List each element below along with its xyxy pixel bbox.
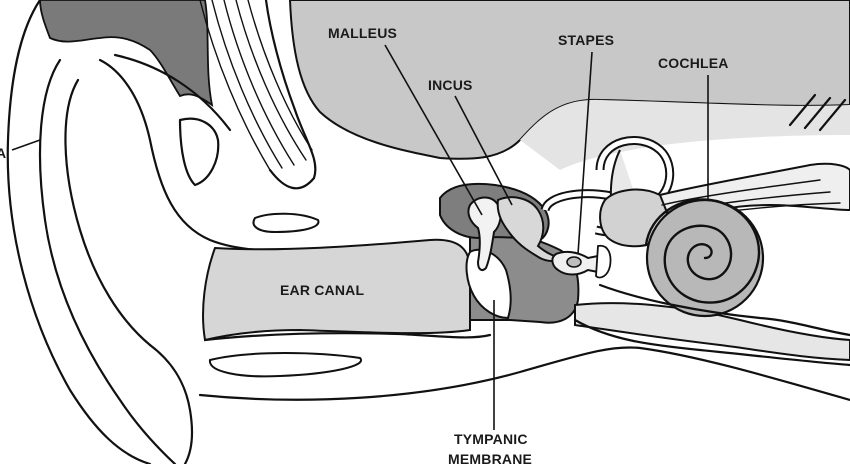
stapes-bone bbox=[552, 252, 598, 275]
incus-label: INCUS bbox=[428, 77, 473, 93]
cochlea-organ bbox=[646, 199, 763, 316]
tympanic-label-line2: MEMBRANE bbox=[448, 451, 532, 464]
pinna-leader bbox=[12, 140, 40, 150]
ear-canal-lower-wall bbox=[205, 333, 490, 340]
malleus-label: MALLEUS bbox=[328, 25, 397, 41]
bone-inner-shade bbox=[520, 100, 850, 170]
tympanic-label-line1: TYMPANIC bbox=[454, 431, 528, 447]
pinna-label-fragment: A bbox=[0, 145, 6, 161]
cartilage-oval-2 bbox=[210, 353, 361, 376]
cochlea-label: COCHLEA bbox=[658, 55, 729, 71]
oval-window bbox=[596, 246, 611, 278]
ear-canal-label: EAR CANAL bbox=[280, 282, 364, 298]
scalp-hair bbox=[40, 0, 212, 105]
stapes-label: STAPES bbox=[558, 32, 614, 48]
cartilage-oval-1 bbox=[254, 214, 319, 232]
